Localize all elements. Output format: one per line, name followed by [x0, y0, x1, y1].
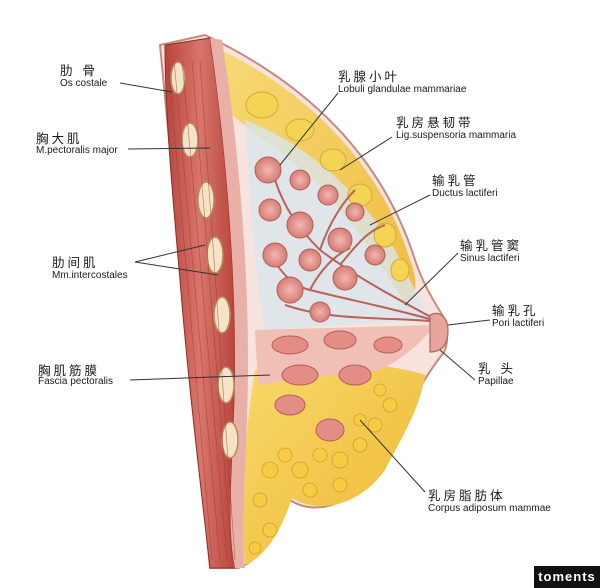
- label-sinus-la: Sinus lactiferi: [460, 253, 520, 264]
- label-pectoralis-la: M.pectoralis major: [36, 145, 118, 156]
- label-intercostales-zh: 肋间肌: [52, 255, 99, 270]
- label-fascia-zh: 胸肌筋膜: [38, 363, 101, 378]
- lower-gland-lobes: [271, 330, 403, 442]
- lower-fat-lobules: [248, 383, 398, 555]
- leader-lines: [119, 82, 491, 493]
- label-fascia-la: Fascia pectoralis: [38, 376, 114, 387]
- rib-1: [170, 61, 186, 95]
- upper-fat-lobules: [245, 91, 410, 282]
- label-os-costale-la: Os costale: [60, 78, 108, 89]
- lobuli-glandulae: [254, 156, 386, 323]
- label-ductus-zh: 输乳管: [432, 173, 479, 188]
- label-lobuli-zh: 乳腺小叶: [338, 69, 401, 84]
- rib-7: [221, 421, 239, 459]
- pectoralis-major: [164, 37, 236, 569]
- rib-4: [206, 236, 224, 274]
- label-lig-la: Lig.suspensoria mammaria: [396, 130, 517, 141]
- label-sinus-zh: 输乳管窦: [460, 238, 523, 253]
- rib-3: [197, 181, 215, 219]
- rib-6: [217, 366, 235, 404]
- papilla: [429, 312, 449, 353]
- label-pori-zh: 输乳孔: [492, 303, 539, 318]
- label-papillae-la: Papillae: [478, 376, 514, 387]
- rib-5: [213, 296, 231, 334]
- label-lig-zh: 乳房悬韧带: [396, 115, 474, 130]
- label-pectoralis-zh: 胸大肌: [36, 131, 83, 146]
- label-papillae-zh: 乳 头: [478, 361, 516, 376]
- label-intercostales-la: Mm.intercostales: [52, 270, 128, 281]
- label-pori-la: Pori lactiferi: [492, 318, 545, 329]
- label-os-costale-zh: 肋 骨: [60, 63, 98, 78]
- muscle-fibers: [167, 59, 236, 561]
- label-corpus-la: Corpus adiposum mammae: [428, 503, 551, 514]
- label-corpus-zh: 乳房脂肪体: [428, 488, 506, 503]
- watermark: toments: [534, 566, 600, 588]
- label-lobuli-la: Lobuli glandulae mammariae: [338, 84, 467, 95]
- label-ductus-la: Ductus lactiferi: [432, 188, 498, 199]
